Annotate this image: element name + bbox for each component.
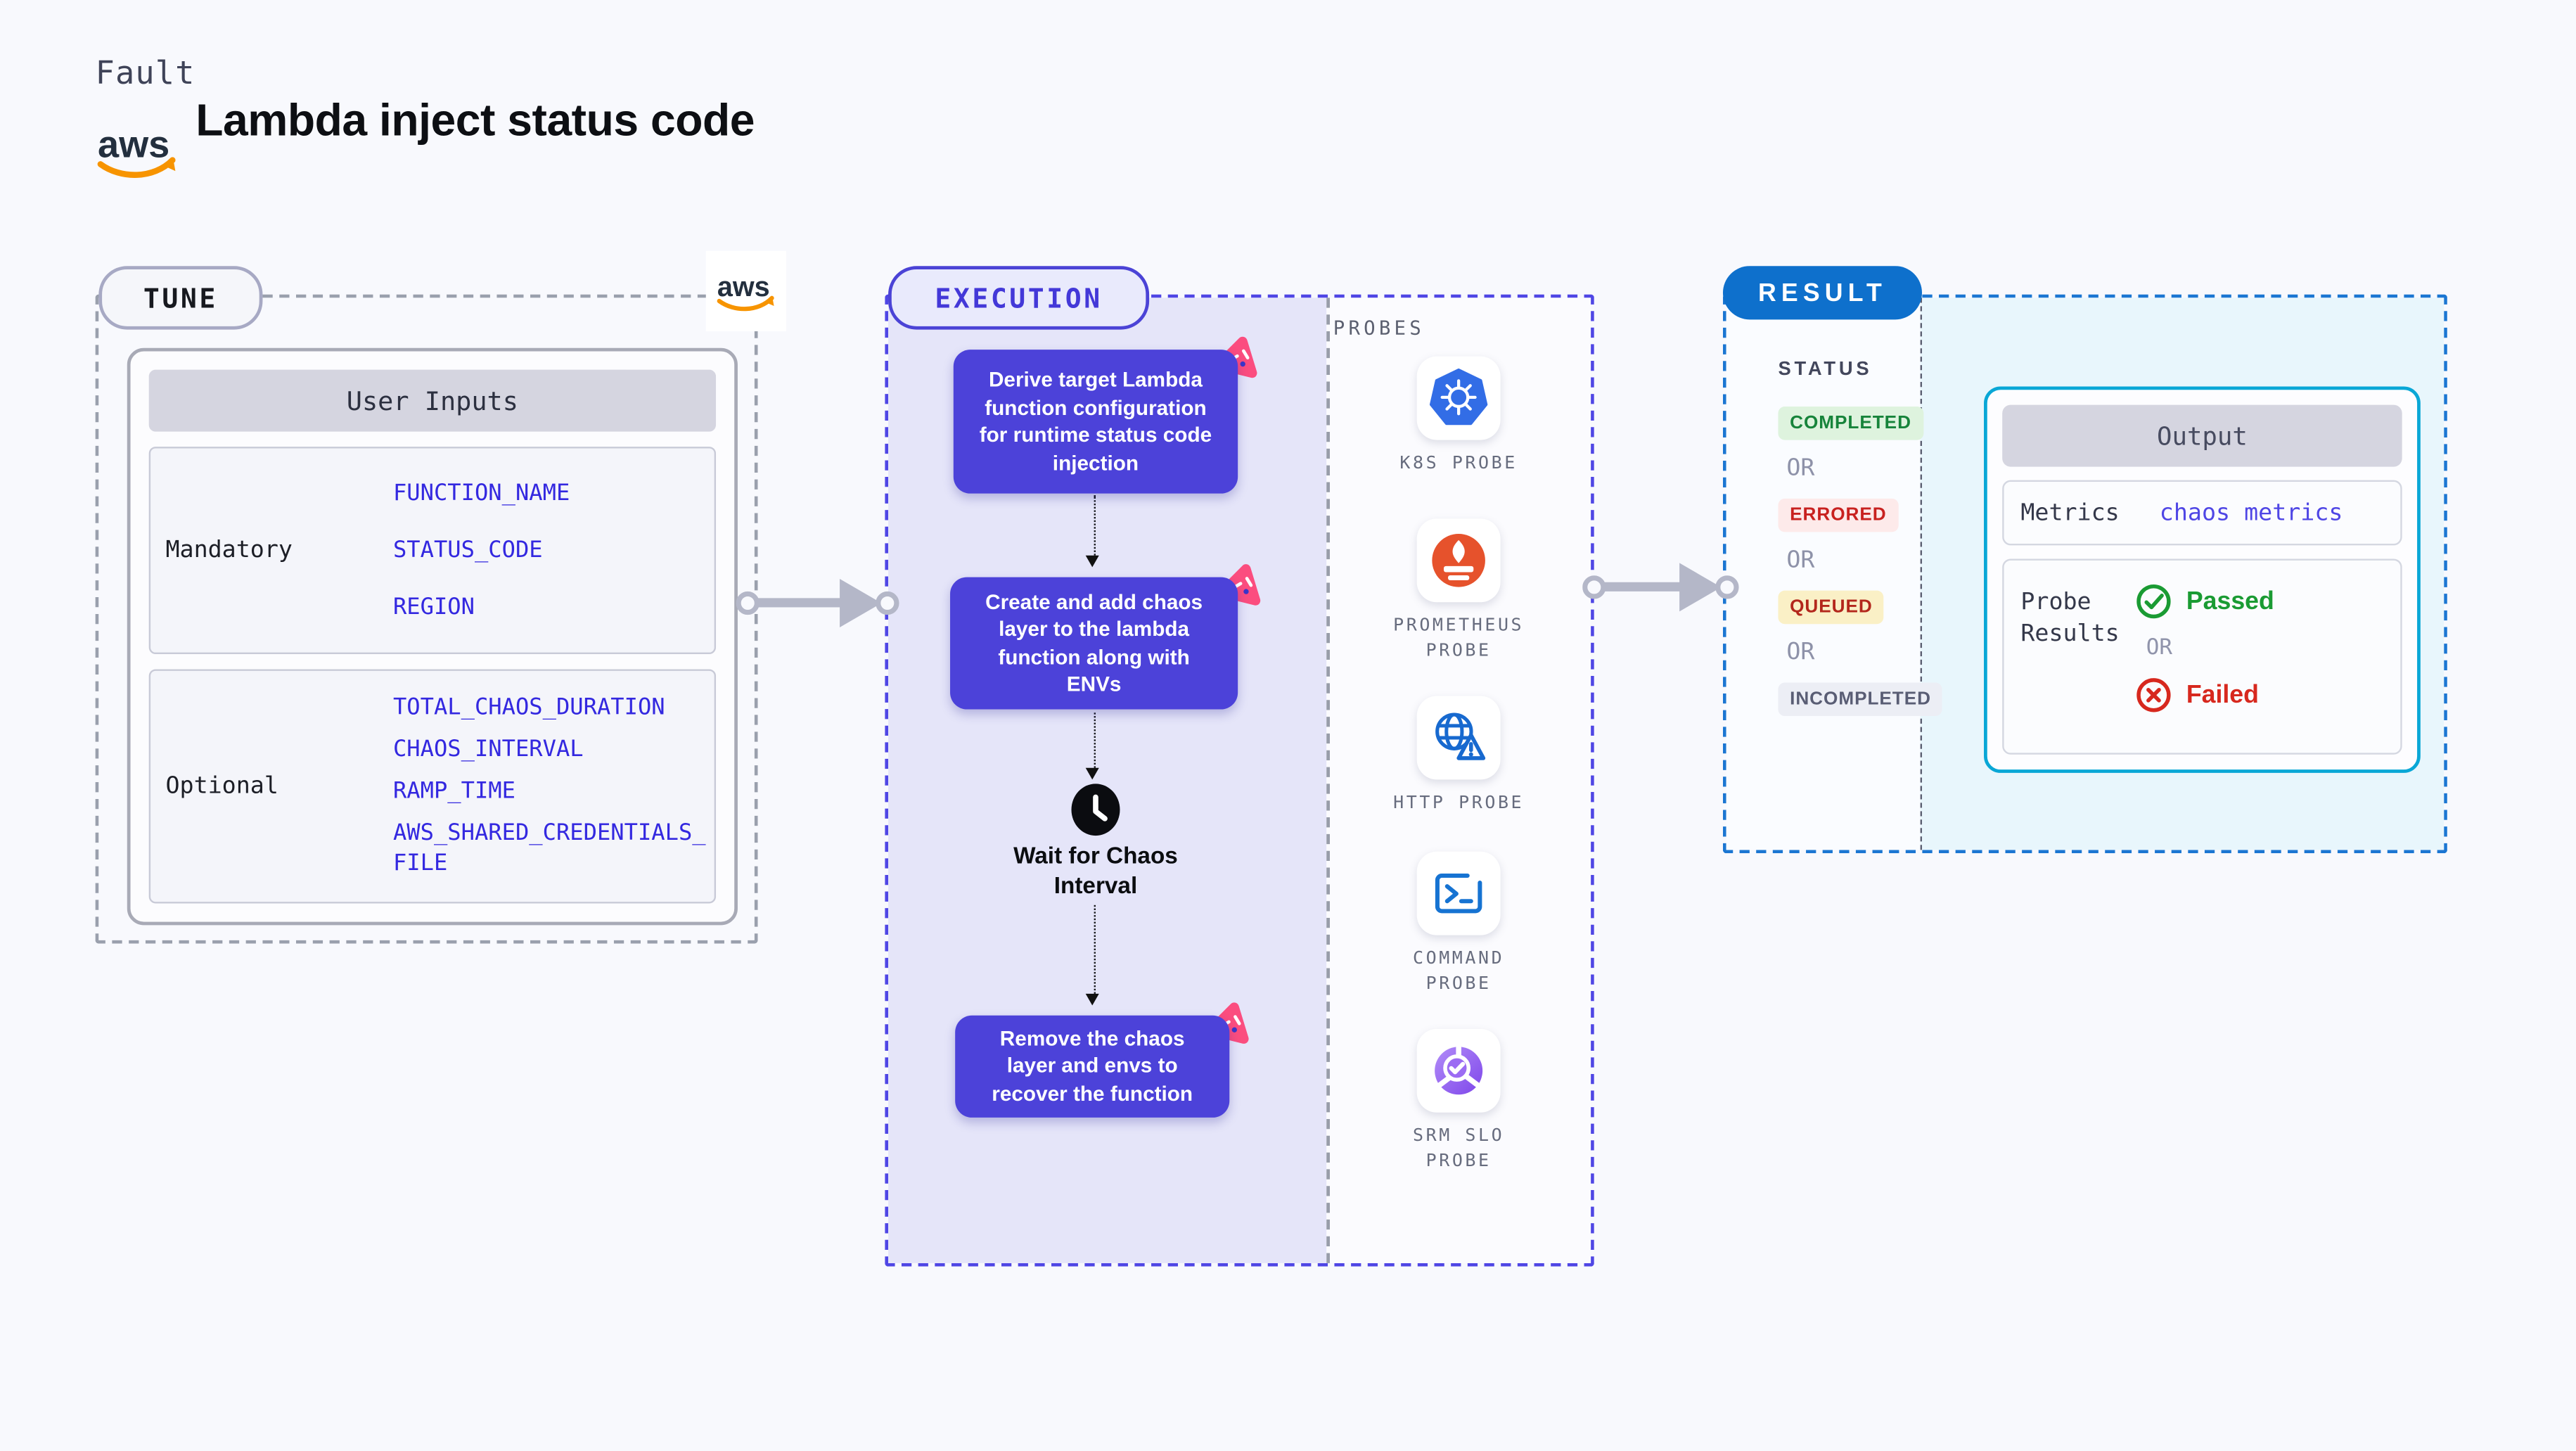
arrow-execution-to-result bbox=[1582, 563, 1739, 612]
flow-connector bbox=[1086, 495, 1100, 568]
aws-corner-logo: aws bbox=[705, 250, 786, 331]
or-separator: OR bbox=[1786, 639, 1815, 666]
metrics-value: chaos metrics bbox=[2159, 499, 2343, 527]
param: TOTAL_CHAOS_DURATION bbox=[392, 694, 665, 722]
result-status-column bbox=[1726, 298, 1921, 850]
passed-line: Passed bbox=[2134, 582, 2400, 621]
optional-group: Optional TOTAL_CHAOS_DURATION CHAOS_INTE… bbox=[148, 669, 717, 904]
flow-connector bbox=[1086, 712, 1100, 780]
probe-label: COMMAND PROBE bbox=[1412, 948, 1505, 995]
wait-interval-label: Wait for Chaos Interval bbox=[1013, 841, 1178, 898]
failed-label: Failed bbox=[2186, 681, 2259, 710]
param: FUNCTION_NAME bbox=[392, 480, 570, 507]
probe-label: PROMETHEUS PROBE bbox=[1393, 615, 1525, 662]
probe-card bbox=[1416, 1028, 1501, 1113]
probe-card bbox=[1416, 851, 1501, 935]
group-label: Mandatory bbox=[165, 537, 293, 564]
aws-icon: aws bbox=[717, 271, 774, 312]
execution-step-1: Derive target Lambda function configurat… bbox=[953, 350, 1238, 494]
status-heading: STATUS bbox=[1778, 359, 1873, 380]
output-panel: Output Metrics chaos metrics Probe Resul… bbox=[1984, 386, 2421, 773]
probe-label: K8S PROBE bbox=[1399, 453, 1518, 474]
prometheus-icon bbox=[1432, 534, 1485, 587]
probe-prometheus: PROMETHEUS PROBE bbox=[1323, 518, 1594, 665]
check-circle-icon bbox=[2136, 584, 2171, 619]
probe-command: COMMAND PROBE bbox=[1323, 851, 1594, 998]
probe-results-row: Probe Results Passed OR Failed bbox=[2002, 558, 2402, 755]
x-circle-icon bbox=[2136, 678, 2171, 712]
probe-card bbox=[1416, 518, 1501, 603]
terminal-icon bbox=[1435, 873, 1482, 914]
tune-badge: TUNE bbox=[98, 266, 263, 330]
arrow-tune-to-execution bbox=[736, 578, 899, 627]
passed-label: Passed bbox=[2186, 587, 2274, 616]
or-separator: OR bbox=[1786, 454, 1815, 482]
http-globe-warning-icon bbox=[1435, 712, 1486, 760]
mandatory-group: Mandatory FUNCTION_NAME STATUS_CODE REGI… bbox=[148, 447, 717, 655]
or-separator: OR bbox=[1786, 546, 1815, 574]
page-title: Lambda inject status code bbox=[196, 95, 755, 146]
param: CHAOS_INTERVAL bbox=[392, 736, 584, 764]
user-inputs-table: User Inputs Mandatory FUNCTION_NAME STAT… bbox=[127, 347, 738, 926]
output-header: Output bbox=[2002, 404, 2402, 467]
clock-icon bbox=[1071, 784, 1120, 836]
status-badge-errored: ERRORED bbox=[1778, 498, 1899, 532]
aws-logo: aws bbox=[94, 117, 181, 191]
user-inputs-header: User Inputs bbox=[148, 369, 717, 432]
probe-http: HTTP PROBE bbox=[1323, 696, 1594, 817]
probe-label: HTTP PROBE bbox=[1393, 793, 1525, 813]
probe-results-label: Probe Results bbox=[2020, 589, 2120, 648]
metrics-label: Metrics bbox=[2020, 499, 2120, 527]
probes-heading: PROBES bbox=[1333, 316, 1425, 340]
slo-donut-check-icon bbox=[1435, 1044, 1483, 1095]
probe-label: SRM SLO PROBE bbox=[1412, 1125, 1505, 1172]
status-badge-incompleted: INCOMPLETED bbox=[1778, 682, 1943, 717]
group-label: Optional bbox=[165, 772, 278, 800]
probe-k8s: K8S PROBE bbox=[1323, 356, 1594, 478]
probe-srm-slo: SRM SLO PROBE bbox=[1323, 1028, 1594, 1175]
svg-text:aws: aws bbox=[98, 124, 169, 166]
failed-line: Failed bbox=[2134, 676, 2400, 715]
metrics-row: Metrics chaos metrics bbox=[2002, 480, 2402, 546]
svg-text:aws: aws bbox=[717, 271, 770, 302]
param: STATUS_CODE bbox=[392, 537, 543, 564]
result-badge: RESULT bbox=[1722, 266, 1923, 320]
fault-kicker: Fault bbox=[95, 55, 196, 92]
tune-section-box bbox=[95, 294, 758, 944]
flow-connector bbox=[1086, 905, 1100, 1006]
param: RAMP_TIME bbox=[392, 778, 515, 805]
probe-card bbox=[1416, 696, 1501, 780]
probe-card bbox=[1416, 356, 1501, 440]
kubernetes-icon bbox=[1429, 368, 1488, 426]
or-separator: OR bbox=[2146, 635, 2172, 661]
execution-step-3: Remove the chaos layer and envs to recov… bbox=[955, 1015, 1230, 1118]
status-list: COMPLETED OR ERRORED OR QUEUED OR INCOMP… bbox=[1778, 406, 1943, 717]
status-badge-queued: QUEUED bbox=[1778, 590, 1885, 625]
param: AWS_SHARED_CREDENTIALS_FILE bbox=[392, 819, 706, 878]
status-badge-completed: COMPLETED bbox=[1778, 406, 1923, 440]
execution-step-2: Create and add chaos layer to the lambda… bbox=[950, 577, 1238, 710]
param: REGION bbox=[392, 594, 475, 621]
execution-badge: EXECUTION bbox=[888, 266, 1150, 330]
